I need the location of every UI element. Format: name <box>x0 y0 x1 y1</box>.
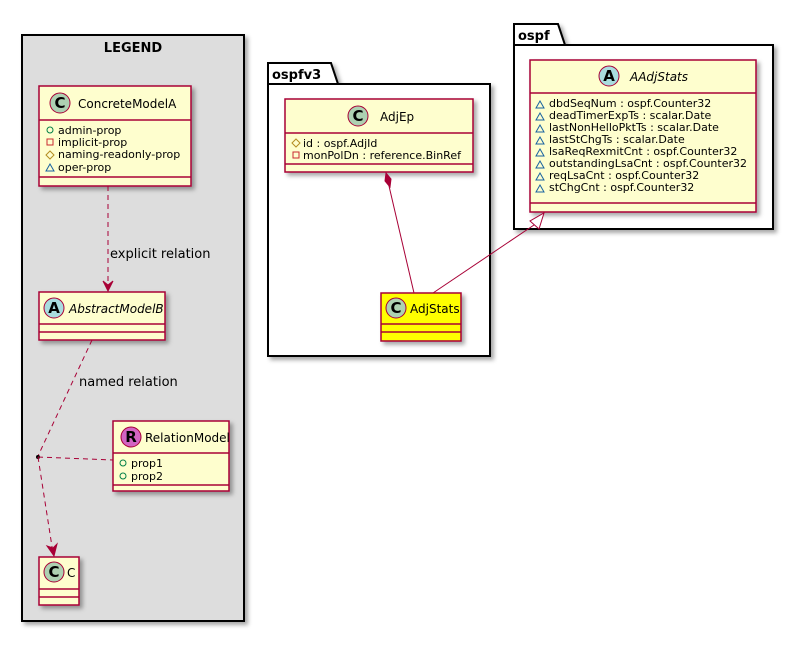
attr: reqLsaCnt : ospf.Counter32 <box>549 169 699 182</box>
attr: naming-readonly-prop <box>58 148 180 161</box>
attr: lastNonHelloPktTs : scalar.Date <box>549 121 719 134</box>
package-icon <box>535 183 545 193</box>
ospf-package-title: ospf <box>518 29 550 44</box>
attr: admin-prop <box>58 124 121 137</box>
class-circle-icon <box>49 92 71 114</box>
class-stereotype-letter: C <box>390 299 401 317</box>
attr: stChgCnt : ospf.Counter32 <box>549 181 694 194</box>
private-icon <box>46 138 54 146</box>
attr: prop1 <box>131 457 163 470</box>
relation-circle-icon <box>120 426 142 448</box>
adjep-class[interactable]: C AdjEp id : ospf.AdjId monPolDn : refer… <box>284 98 474 173</box>
class-stereotype-letter: C <box>48 563 59 581</box>
abstract-stereotype-letter: A <box>48 299 60 317</box>
class-name: AdjEp <box>380 110 414 124</box>
attr: deadTimerExpTs : scalar.Date <box>549 109 712 122</box>
package-icon <box>535 123 545 133</box>
concrete-model-a-class[interactable]: C ConcreteModelA admin-prop implicit-pro… <box>38 85 192 187</box>
abstract-circle-icon <box>598 65 620 87</box>
private-icon <box>292 151 300 159</box>
composition-edge <box>384 171 415 294</box>
package-icon <box>535 159 545 169</box>
public-icon <box>119 459 127 467</box>
attr: oper-prop <box>58 161 111 174</box>
attr: id : ospf.AdjId <box>303 137 377 150</box>
class-name: C <box>67 566 75 580</box>
package-icon <box>45 162 55 172</box>
c-class[interactable]: C C <box>38 556 80 606</box>
inheritance-triangle <box>529 211 545 230</box>
attr: implicit-prop <box>58 136 127 149</box>
abstract-stereotype-letter: A <box>603 67 615 85</box>
named-relation-label: named relation <box>79 375 178 390</box>
ospfv3-package-title: ospfv3 <box>272 68 321 83</box>
class-circle-icon <box>347 105 369 127</box>
protected-icon <box>291 138 301 148</box>
adjstats-class[interactable]: C AdjStats <box>380 292 462 342</box>
class-stereotype-letter: C <box>352 107 363 125</box>
public-icon <box>46 126 54 134</box>
class-name: ConcreteModelA <box>78 97 177 111</box>
composition-diamond <box>384 171 392 189</box>
relation-stereotype-letter: R <box>125 428 137 446</box>
package-icon <box>535 171 545 181</box>
aadjstats-class[interactable]: A AAdjStats dbdSeqNum : ospf.Counter32 d… <box>529 59 757 213</box>
class-stereotype-letter: C <box>54 94 65 112</box>
explicit-relation-label: explicit relation <box>110 247 210 262</box>
class-circle-icon <box>43 561 65 583</box>
abstract-model-b-class[interactable]: A AbstractModelB <box>38 291 166 341</box>
attr: dbdSeqNum : ospf.Counter32 <box>549 97 711 110</box>
class-circle-icon <box>385 297 407 319</box>
named-relation-edge: named relation <box>36 339 178 558</box>
package-icon <box>535 99 545 109</box>
package-icon <box>535 111 545 121</box>
class-name: AbstractModelB <box>68 302 164 316</box>
inheritance-edge <box>432 211 545 294</box>
public-icon <box>119 472 127 480</box>
explicit-relation-edge: explicit relation <box>102 186 210 293</box>
abstract-circle-icon <box>43 297 65 319</box>
class-name: AAdjStats <box>629 70 688 84</box>
attr: prop2 <box>131 470 163 483</box>
package-icon <box>535 135 545 145</box>
class-name: RelationModel <box>145 431 230 445</box>
attr: outstandingLsaCnt : ospf.Counter32 <box>549 157 747 170</box>
package-icon <box>535 147 545 157</box>
protected-icon <box>45 150 55 160</box>
attr: monPolDn : reference.BinRef <box>303 149 462 162</box>
attr: lastStChgTs : scalar.Date <box>549 133 685 146</box>
class-name: AdjStats <box>410 302 460 316</box>
relation-model-class[interactable]: R RelationModel prop1 prop2 <box>112 420 230 492</box>
attr: lsaReqRexmitCnt : ospf.Counter32 <box>549 145 737 158</box>
legend-title: LEGEND <box>104 41 163 56</box>
